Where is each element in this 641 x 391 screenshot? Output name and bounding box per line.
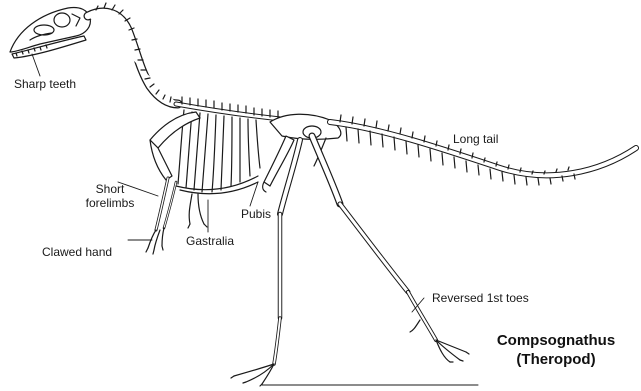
label-reversed-1st-toes: Reversed 1st toes: [432, 291, 529, 305]
label-gastralia: Gastralia: [186, 234, 234, 248]
skull: [10, 7, 90, 58]
label-sharp-teeth: Sharp teeth: [14, 77, 76, 91]
tail: [330, 115, 636, 185]
far-hindlimb: [231, 140, 300, 386]
diagram-title: Compsognathus (Theropod): [486, 331, 626, 369]
near-hindlimb: [312, 136, 469, 362]
title-name: Compsognathus: [486, 331, 626, 350]
label-clawed-hand: Clawed hand: [42, 245, 112, 259]
label-short-forelimbs: Short forelimbs: [82, 182, 138, 210]
title-group: (Theropod): [486, 350, 626, 369]
label-short-forelimbs-line1: Short: [82, 182, 138, 196]
neck-vertebrae: [88, 3, 178, 104]
gastralia: [176, 176, 258, 194]
pelvis: [270, 114, 341, 139]
label-pubis: Pubis: [241, 207, 271, 221]
label-long-tail: Long tail: [453, 132, 498, 146]
label-short-forelimbs-line2: forelimbs: [82, 196, 138, 210]
forelimb: [156, 178, 176, 230]
shoulder-girdle: [150, 112, 200, 180]
